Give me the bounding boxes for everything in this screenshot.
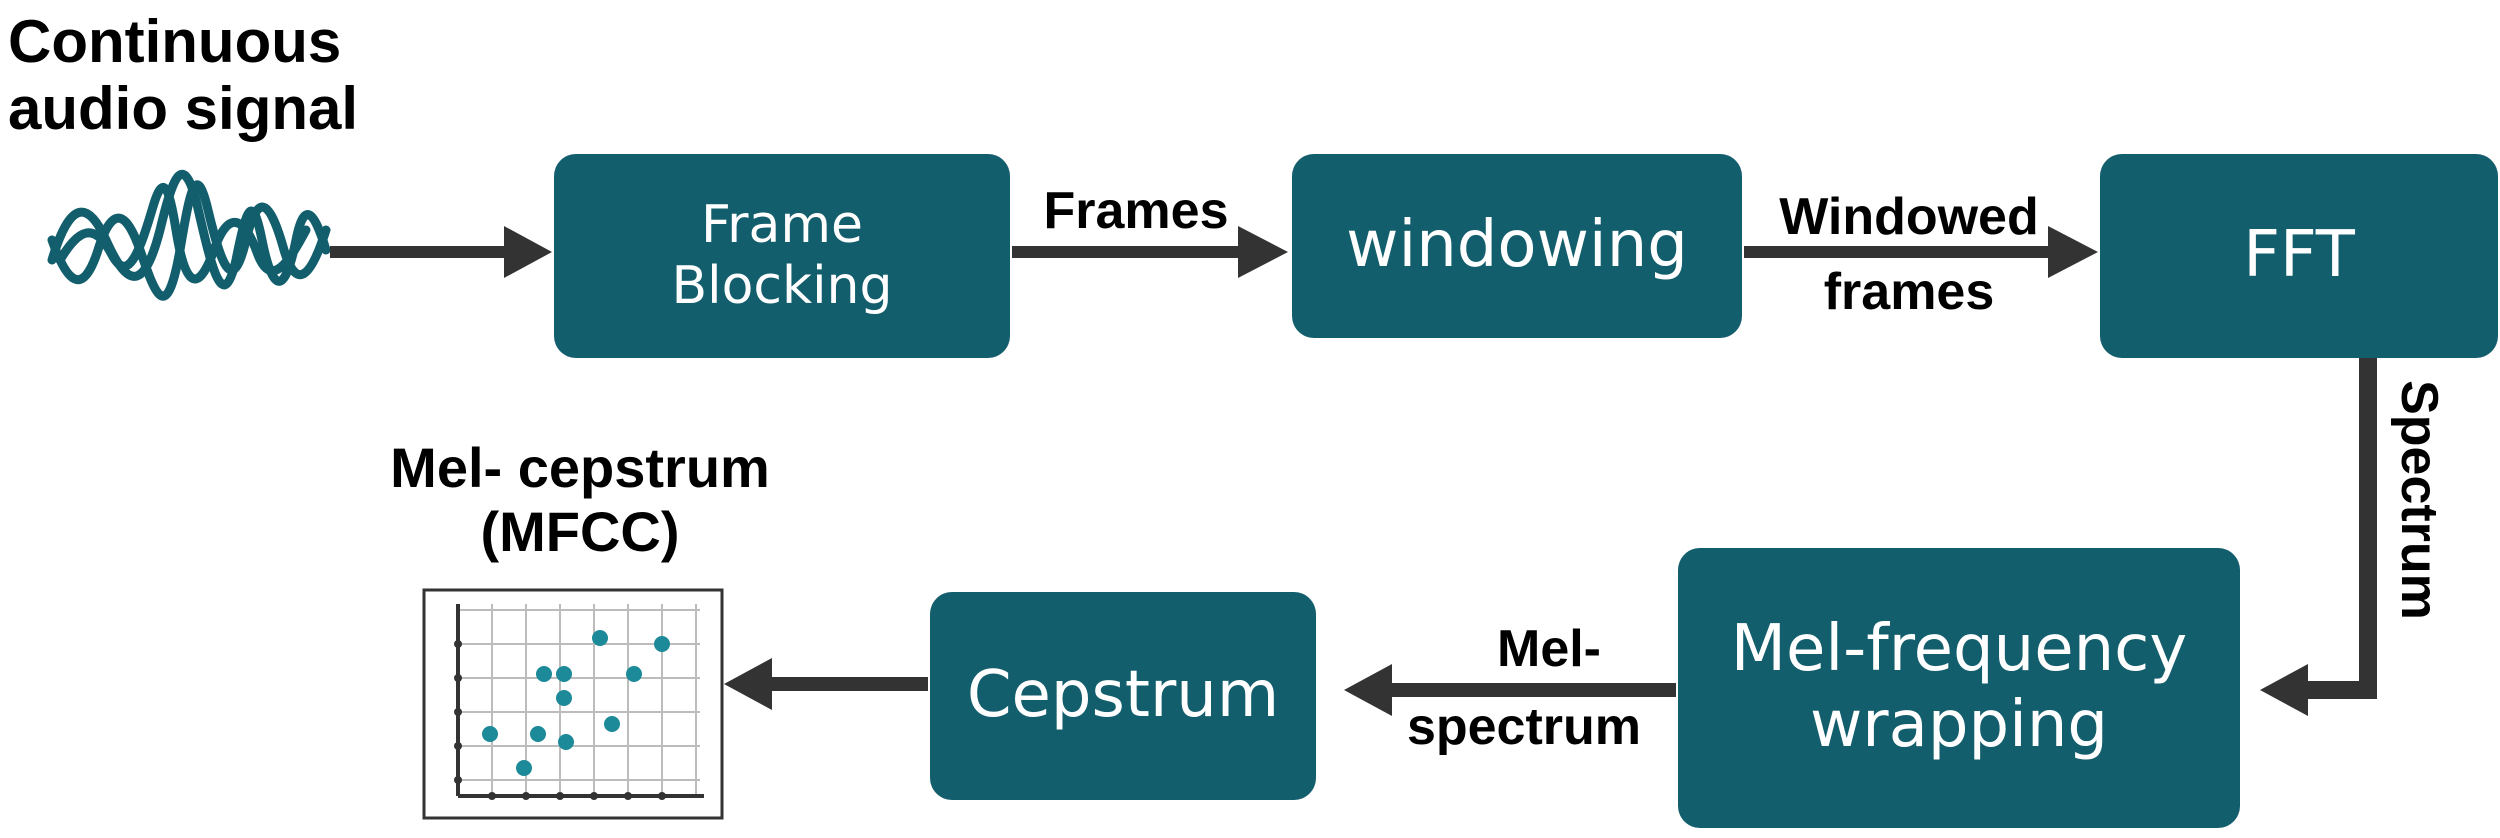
cepstrum-label: Cepstrum xyxy=(966,658,1280,733)
fft-label: FFT xyxy=(2243,218,2355,293)
audio-waveform-icon xyxy=(47,169,331,301)
input-label: Continuous audio signal xyxy=(8,8,358,142)
edge-label-frames-text: Frames xyxy=(1043,182,1229,240)
edge-label-mel-spectrum: Mel- spectrum xyxy=(1394,610,1654,766)
output-label-line2: (MFCC) xyxy=(480,500,680,564)
edge-label-windowed-line1: Windowed xyxy=(1779,188,2039,246)
input-label-line1: Continuous xyxy=(8,8,342,75)
edge-label-windowed-frames: Windowed frames xyxy=(1754,180,2064,331)
frame-blocking-line2: Blocking xyxy=(671,256,893,316)
arrow-frame-blocking-to-windowing xyxy=(1012,226,1288,278)
edge-label-spectrum: Spectrum xyxy=(2388,300,2448,700)
cepstrum-box: Cepstrum xyxy=(930,592,1316,800)
edge-label-spectrum-text: Spectrum xyxy=(2390,380,2448,620)
frame-blocking-box: Frame Blocking xyxy=(554,154,1010,358)
output-label-line1: Mel- cepstrum xyxy=(390,436,770,499)
windowing-label: windowing xyxy=(1346,208,1688,283)
windowing-box: windowing xyxy=(1292,154,1742,338)
mfcc-scatter-plot-icon xyxy=(422,588,724,820)
mel-frequency-line2: wrapping xyxy=(1809,688,2109,762)
edge-label-mel-line1: Mel- xyxy=(1497,620,1601,678)
mel-frequency-box: Mel-frequency wrapping xyxy=(1678,548,2240,828)
output-label: Mel- cepstrum (MFCC) xyxy=(380,436,780,565)
edge-label-frames: Frames xyxy=(1036,182,1236,240)
arrow-windowing-to-fft xyxy=(1744,226,2098,278)
mel-frequency-line1: Mel-frequency xyxy=(1730,612,2188,687)
edge-label-mel-line2: spectrum xyxy=(1406,698,1642,756)
input-label-line2: audio signal xyxy=(8,75,359,143)
arrow-fft-to-mel-frequency xyxy=(2260,358,2377,716)
fft-box: FFT xyxy=(2100,154,2498,358)
frame-blocking-line1: Frame xyxy=(700,194,864,255)
arrow-input-to-frame-blocking xyxy=(330,226,552,278)
edge-label-windowed-line2: frames xyxy=(1823,263,1995,322)
arrow-cepstrum-to-mfcc xyxy=(724,658,928,710)
arrow-mel-frequency-to-cepstrum xyxy=(1344,664,1676,716)
